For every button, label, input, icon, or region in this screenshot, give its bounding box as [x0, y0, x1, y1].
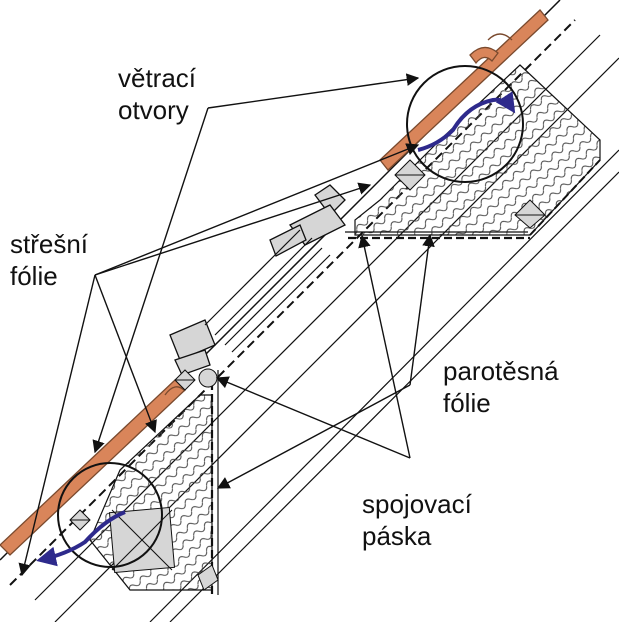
label-tape-line1: spojovací	[362, 489, 472, 519]
label-vapor-foil: parotěsná fólie	[443, 355, 559, 419]
lower-insulation	[69, 368, 219, 595]
lower-vent-detail-circle	[57, 462, 163, 568]
upper-vent-detail-circle	[406, 65, 524, 183]
window-frame	[169, 184, 346, 376]
label-vents-line1: větrací	[118, 63, 197, 93]
label-vapor-foil-line1: parotěsná	[443, 356, 559, 386]
label-tape-line2: páska	[362, 521, 432, 551]
pointer-lines	[18, 73, 435, 577]
label-roof-foil-line2: fólie	[10, 261, 58, 291]
label-vents-line2: otvory	[118, 95, 189, 125]
label-vents: větrací otvory	[118, 62, 196, 126]
roof-tiles	[0, 9, 549, 556]
label-vapor-foil-line2: fólie	[443, 388, 491, 418]
label-tape: spojovací páska	[362, 488, 472, 552]
airflow-arrow-icon	[36, 91, 516, 567]
label-roof-foil-line1: střešní	[10, 229, 89, 259]
label-roof-foil: střešní fólie	[10, 228, 88, 292]
upper-insulation	[345, 64, 601, 240]
